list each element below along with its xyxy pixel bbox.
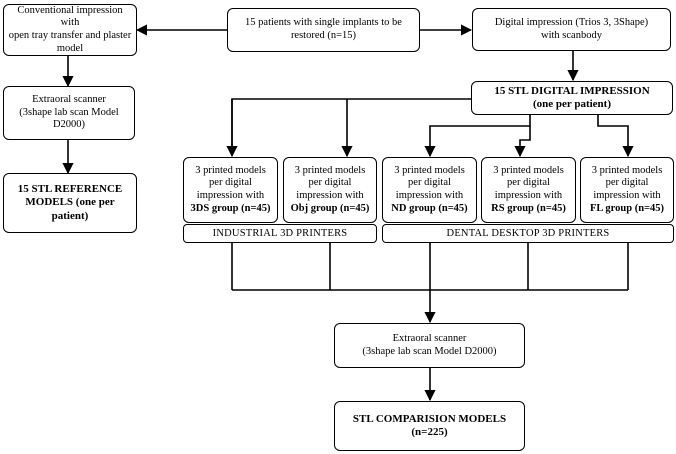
group-fl-box: 3 printed models per digital impression … <box>580 157 674 223</box>
conventional-line-3: model <box>56 42 84 54</box>
extraoral-bottom-line-2: (3shape lab scan Model D2000) <box>362 345 497 357</box>
group-3ds-line-3: impression with <box>196 190 265 201</box>
dental-desktop-printers-band: DENTAL DESKTOP 3D PRINTERS <box>382 224 674 243</box>
conventional-impression-box: Conventional impression with open tray t… <box>3 4 137 56</box>
stl-reference-line-1: 15 STL REFERENCE <box>17 183 123 196</box>
group-fl-line-2: per digital <box>605 177 649 189</box>
stl-reference-line-2: MODELS (one per patient) <box>25 196 115 222</box>
group-fl-label: FL group (n=45) <box>589 202 665 214</box>
patients-line-1: 15 patients with single implants to be <box>245 17 402 29</box>
extraoral-scanner-left-box: Extraoral scanner (3shape lab scan Model… <box>3 86 135 140</box>
stl-reference-models-box: 15 STL REFERENCE MODELS (one per patient… <box>3 173 137 233</box>
group-rs-line-2: per digital <box>507 177 550 189</box>
stl-comparison-line-1: STL COMPARISION MODELS <box>352 412 507 425</box>
line-stl-to-industrial <box>231 98 471 155</box>
group-obj-label: Obj group (n=45) <box>290 202 370 214</box>
group-obj-line-1: 3 printed models <box>294 164 366 176</box>
stl-comparison-models-box: STL COMPARISION MODELS (n=225) <box>334 401 525 451</box>
group-3ds-line-2: per digital <box>209 177 252 189</box>
group-nd-label: ND group (n=45) <box>391 202 468 214</box>
group-nd-line-1: 3 printed models <box>394 164 465 176</box>
group-obj-box: 3 printed models per digital impression … <box>283 157 377 223</box>
industrial-printers-band: INDUSTRIAL 3D PRINTERS <box>183 224 377 243</box>
stl-comparison-line-2: (n=225) <box>411 426 448 438</box>
extraoral-scanner-bottom-box: Extraoral scanner (3shape lab scan Model… <box>334 323 525 368</box>
group-fl-line-1: 3 printed models <box>591 164 663 176</box>
conventional-line-1: Conventional impression with <box>17 4 123 29</box>
digital-line-1: Digital impression (Trios 3, 3Shape) <box>494 16 649 28</box>
extraoral-bottom-line-1: Extraoral scanner <box>392 332 467 344</box>
extraoral-left-line-2: (3shape lab scan Model <box>19 106 119 118</box>
extraoral-left-line-1: Extraoral scanner <box>32 94 106 106</box>
line-stl-to-rs <box>514 126 531 158</box>
group-rs-line-3: impression with <box>494 190 563 201</box>
stl-digital-line-1: 15 STL DIGITAL IMPRESSION <box>494 84 650 97</box>
group-fl-line-3: impression with <box>593 190 661 201</box>
digital-line-2: with scanbody <box>541 29 602 41</box>
group-rs-label: RS group (n=45) <box>491 202 566 214</box>
stl-digital-line-2: (one per patient) <box>532 98 611 110</box>
group-3ds-box: 3 printed models per digital impression … <box>183 157 278 223</box>
group-rs-box: 3 printed models per digital impression … <box>481 157 576 223</box>
patients-box: 15 patients with single implants to be r… <box>227 8 420 52</box>
extraoral-left-line-3: D2000) <box>52 119 86 131</box>
group-nd-line-3: impression with <box>395 190 464 201</box>
group-rs-line-1: 3 printed models <box>493 164 564 176</box>
line-stl-to-nd <box>424 115 531 158</box>
group-obj-line-2: per digital <box>308 177 352 189</box>
group-3ds-line-1: 3 printed models <box>195 164 266 176</box>
patients-line-2: restored (n=15) <box>290 30 357 41</box>
stl-digital-impression-box: 15 STL DIGITAL IMPRESSION (one per patie… <box>471 81 673 115</box>
conventional-line-2: open tray transfer and plaster <box>8 30 132 41</box>
group-obj-line-3: impression with <box>296 190 364 201</box>
group-nd-box: 3 printed models per digital impression … <box>382 157 477 223</box>
line-stl-to-fl <box>597 115 634 158</box>
group-3ds-label: 3DS group (n=45) <box>190 202 271 214</box>
group-nd-line-2: per digital <box>408 177 451 189</box>
digital-impression-box: Digital impression (Trios 3, 3Shape) wit… <box>472 8 671 51</box>
